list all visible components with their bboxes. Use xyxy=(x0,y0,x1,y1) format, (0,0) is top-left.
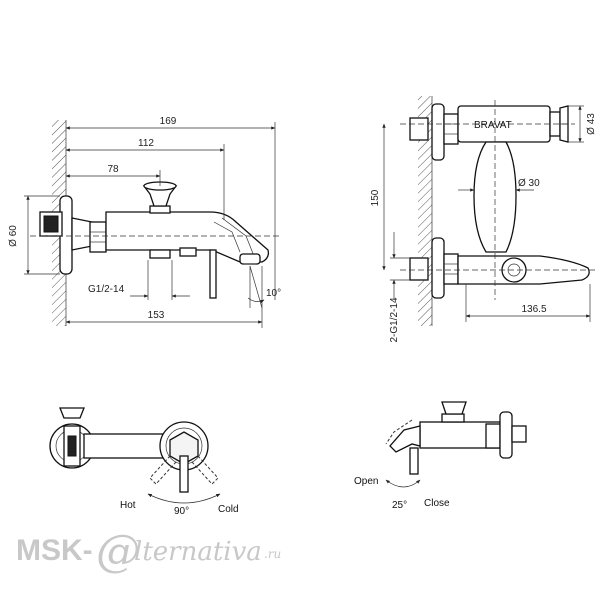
dim-diameter-30: Ø 30 xyxy=(518,178,540,189)
dim-thread-side: 2-G1/2-14 xyxy=(389,297,400,342)
watermark: MSK- @ lternativa .ru xyxy=(16,526,281,577)
spout-view-outlet xyxy=(389,425,421,453)
label-angle-25: 25° xyxy=(392,500,407,511)
dim-thread-front: G1/2-14 xyxy=(88,284,125,295)
label-angle-90: 90° xyxy=(174,506,189,517)
watermark-right: lternativa xyxy=(134,537,262,567)
dim-153: 153 xyxy=(148,310,165,321)
side-upper-inlet xyxy=(409,117,429,141)
label-open: Open xyxy=(354,476,378,487)
spout-view-inlet xyxy=(511,425,527,443)
dim-78: 78 xyxy=(107,164,119,175)
front-cartridge-cap xyxy=(149,205,171,214)
top-lever xyxy=(179,455,189,493)
dim-169: 169 xyxy=(160,116,177,127)
dim-112: 112 xyxy=(138,138,154,149)
spout-view-flange xyxy=(499,411,513,459)
side-view: BRAVAT 150 Ø 30 Ø 43 xyxy=(370,96,597,343)
spout-view-knob xyxy=(441,401,467,415)
front-view: 169 112 78 153 Ø 60 G1/2-14 10° xyxy=(8,116,281,328)
spout-view-lever xyxy=(409,447,419,475)
front-nut xyxy=(89,221,107,253)
front-mixer-body xyxy=(105,211,270,263)
label-close: Close xyxy=(424,498,450,509)
side-column xyxy=(473,141,517,253)
dim-diameter-60: Ø 60 xyxy=(8,225,19,247)
watermark-at: @ xyxy=(96,526,140,577)
side-upper-flange xyxy=(431,103,445,161)
front-spout-outlet xyxy=(239,253,261,265)
side-lower-inlet xyxy=(409,257,429,281)
top-view: Hot 90° Cold xyxy=(49,407,239,517)
front-inlet-core xyxy=(43,215,59,233)
dim-150: 150 xyxy=(370,189,381,206)
front-diverter xyxy=(149,249,171,259)
front-eccentric-arm xyxy=(71,217,93,251)
dim-136-5: 136.5 xyxy=(521,304,546,315)
front-lever-rod xyxy=(209,249,217,299)
dim-angle-10: 10° xyxy=(266,288,281,299)
label-cold: Cold xyxy=(218,504,239,515)
watermark-suffix: .ru xyxy=(264,547,281,561)
side-lower-flange xyxy=(431,237,445,299)
spout-view: Open 25° Close xyxy=(354,401,527,511)
watermark-left: MSK- xyxy=(16,534,93,567)
side-lower-nut xyxy=(443,253,459,285)
side-brand-mark: BRAVAT xyxy=(474,120,512,131)
side-upper-nut xyxy=(443,113,459,145)
top-left-knob xyxy=(59,407,85,419)
spout-view-nut xyxy=(485,423,501,449)
label-hot: Hot xyxy=(120,500,136,511)
dim-diameter-43: Ø 43 xyxy=(586,113,597,135)
